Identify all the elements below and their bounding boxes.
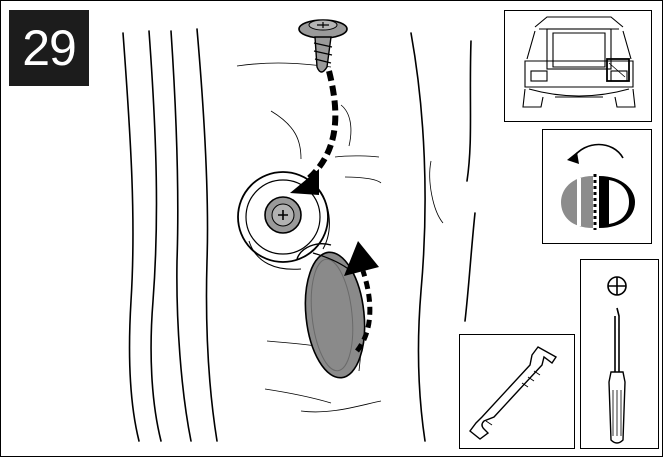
car-location-panel — [504, 10, 652, 122]
phillips-screwdriver-panel — [580, 259, 659, 449]
phillips-screwdriver-icon — [581, 260, 660, 450]
rotate-side-indicator — [543, 130, 653, 245]
step-number-badge: 29 — [9, 10, 89, 86]
installed-screw — [265, 197, 301, 233]
trim-removal-tool-panel — [459, 334, 575, 449]
car-rear-open-tailgate-icon — [505, 11, 653, 123]
side-indicator-panel — [542, 129, 652, 244]
trim-removal-tool-icon — [460, 335, 576, 450]
